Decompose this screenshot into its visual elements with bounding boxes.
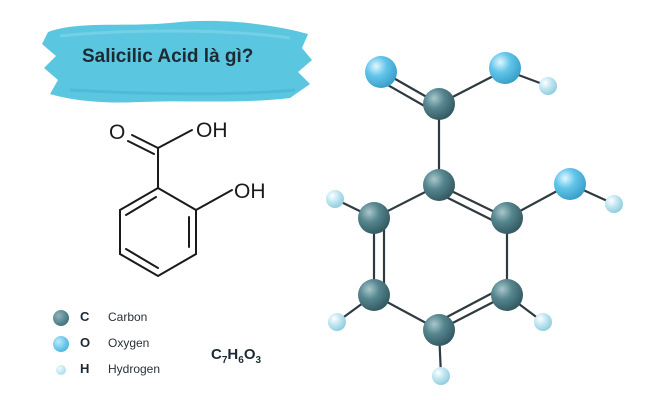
hydrogen-atom bbox=[539, 77, 557, 95]
formula-element: O bbox=[243, 346, 256, 363]
title-banner bbox=[42, 20, 312, 103]
legend-symbol: H bbox=[80, 361, 90, 376]
phenol-oh-bond bbox=[195, 189, 233, 211]
page-title: Salicilic Acid là gì? bbox=[82, 46, 254, 67]
hydrogen-dot-icon bbox=[56, 365, 66, 375]
legend-symbol: O bbox=[80, 335, 91, 350]
phenol-oh-label: OH bbox=[234, 180, 266, 203]
oxygen-atom bbox=[554, 168, 586, 200]
hydrogen-atom bbox=[605, 195, 623, 213]
formula-element: H bbox=[227, 346, 239, 363]
banner-brush-streak bbox=[59, 29, 291, 40]
acid-oh-label: OH bbox=[196, 119, 228, 142]
ring-inner-bond bbox=[125, 248, 159, 269]
carbon-atom bbox=[491, 202, 523, 234]
carbon-atom bbox=[423, 169, 455, 201]
acid-oh-bond bbox=[157, 129, 193, 149]
carbon-atom bbox=[423, 88, 455, 120]
legend-name: Oxygen bbox=[108, 336, 150, 350]
bond bbox=[442, 194, 502, 226]
carbon-atom bbox=[358, 279, 390, 311]
carbon-atom bbox=[491, 279, 523, 311]
oxygen-atom bbox=[365, 56, 397, 88]
formula-element: C bbox=[211, 346, 222, 363]
carbonyl-o-label: O bbox=[109, 121, 126, 144]
hydrogen-atom bbox=[328, 313, 346, 331]
formula-count: 3 bbox=[255, 355, 262, 366]
formula-count: 7 bbox=[221, 355, 228, 366]
carbonyl-double-bond bbox=[127, 140, 155, 155]
oxygen-dot-icon bbox=[53, 336, 69, 352]
skeletal-formula bbox=[119, 129, 233, 278]
carbon-atom bbox=[423, 314, 455, 346]
legend-symbol: C bbox=[80, 309, 90, 324]
ring-inner-bond bbox=[125, 196, 157, 216]
legend-name: Hydrogen bbox=[108, 362, 161, 376]
carbon-dot-icon bbox=[53, 310, 69, 326]
banner-brush-streak bbox=[69, 88, 296, 96]
legend-name: Carbon bbox=[108, 310, 148, 324]
chemical-formula: C7H6O3 bbox=[211, 346, 261, 366]
hydrogen-atom bbox=[432, 367, 450, 385]
banner-brush bbox=[42, 20, 312, 103]
bond bbox=[443, 287, 502, 320]
carbonyl-double-bond bbox=[131, 134, 159, 149]
hydrogen-atom bbox=[534, 313, 552, 331]
hydrogen-atom bbox=[326, 190, 344, 208]
oxygen-atom bbox=[489, 52, 521, 84]
carbon-atom bbox=[358, 202, 390, 234]
formula-count: 6 bbox=[238, 355, 244, 366]
